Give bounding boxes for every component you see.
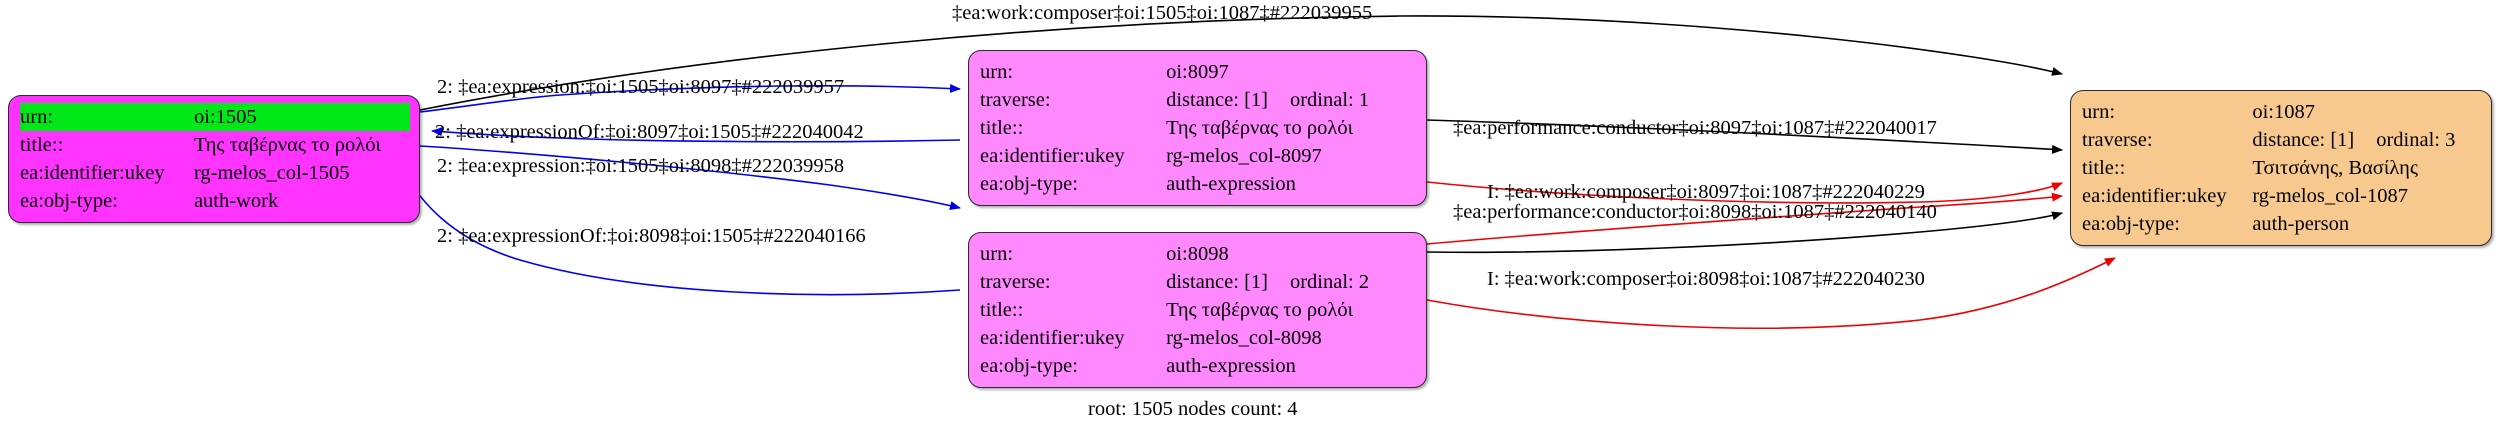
node-field-value: auth-expression: [1166, 172, 1296, 195]
node-field-key: urn:: [20, 103, 194, 132]
edge-label-composer-8098-1087: I: ‡ea:work:composer‡oi:8098‡oi:1087‡#22…: [1487, 268, 1925, 290]
node-field-value: rg-melos_col-1505: [193, 161, 350, 184]
node-field-distance: distance: [1]: [1166, 270, 1268, 293]
node-field-key: title::: [980, 298, 1024, 321]
node-field-value: rg-melos_col-1087: [2252, 184, 2408, 207]
node-row: title:: Τσιτσάνης, Βασίλης: [2082, 154, 2482, 182]
node-field-value: rg-melos_col-8097: [1166, 144, 1322, 167]
node-field-key: urn:: [2082, 100, 2116, 123]
edge-label-expression-1505-8097: 2: ‡ea:expression:‡oi:1505‡oi:8097‡#2220…: [437, 76, 845, 98]
node-row: title:: Της ταβέρνας το ρολόι: [980, 114, 1417, 142]
node-field-value: Της ταβέρνας το ρολόι: [1166, 116, 1354, 139]
node-field-key: title::: [20, 133, 64, 156]
node-row: urn: oi:1505: [20, 103, 410, 132]
node-field-value: Της ταβέρνας το ρολόι: [1166, 298, 1354, 321]
node-field-value: auth-work: [193, 189, 279, 212]
node-field-value: auth-expression: [1166, 354, 1296, 377]
edge-label-composer-8097-1087: I: ‡ea:work:composer‡oi:8097‡oi:1087‡#22…: [1487, 181, 1925, 203]
node-row: ea:obj-type: auth-person: [2082, 210, 2482, 238]
node-field-value: oi:1087: [2252, 100, 2315, 123]
node-field-value: distance: [1] ordinal: 3: [2252, 126, 2482, 154]
node-row: ea:obj-type: auth-work: [20, 187, 410, 215]
node-row: ea:obj-type: auth-expression: [980, 352, 1417, 380]
node-row: ea:identifier:ukey rg-melos_col-8097: [980, 142, 1417, 170]
node-field-key: ea:obj-type:: [980, 172, 1078, 195]
node-row: traverse: distance: [1] ordinal: 2: [980, 268, 1417, 296]
node-field-ordinal: ordinal: 2: [1289, 270, 1370, 293]
node-field-key: traverse:: [2082, 128, 2153, 151]
node-field-value: Τσιτσάνης, Βασίλης: [2252, 156, 2418, 179]
node-row: ea:identifier:ukey rg-melos_col-8098: [980, 324, 1417, 352]
node-field-key: ea:obj-type:: [2082, 212, 2180, 235]
node-field-key: ea:obj-type:: [20, 189, 118, 212]
node-expression-8097[interactable]: urn: oi:8097 traverse: distance: [1] ordi…: [968, 50, 1427, 207]
node-row: title:: Της ταβέρνας το ρολόι: [20, 131, 410, 159]
node-row: ea:identifier:ukey rg-melos_col-1505: [20, 159, 410, 187]
graph-footer-caption: root: 1505 nodes count: 4: [1088, 398, 1298, 420]
edge-label-conductor-8097-1087: ‡ea:performance:conductor‡oi:8097‡oi:108…: [1453, 117, 1937, 139]
node-field-key: title::: [2082, 156, 2126, 179]
node-field-key: ea:identifier:ukey: [2082, 184, 2227, 207]
node-field-key: urn:: [980, 242, 1014, 265]
node-expression-8098[interactable]: urn: oi:8098 traverse: distance: [1] ordi…: [968, 232, 1427, 389]
node-field-key: traverse:: [980, 270, 1051, 293]
node-row: title:: Της ταβέρνας το ρολόι: [980, 296, 1417, 324]
node-row: traverse: distance: [1] ordinal: 1: [980, 86, 1417, 114]
node-field-key: urn:: [980, 60, 1014, 83]
node-field-ordinal: ordinal: 1: [1289, 88, 1370, 111]
node-work-1505[interactable]: urn: oi:1505 title:: Της ταβέρνας το ρολ…: [8, 95, 420, 224]
node-field-value: oi:8097: [1166, 60, 1229, 83]
node-row: ea:identifier:ukey rg-melos_col-1087: [2082, 182, 2482, 210]
node-field-key: ea:identifier:ukey: [20, 161, 165, 184]
node-field-key: title::: [980, 116, 1024, 139]
node-field-value: distance: [1] ordinal: 1: [1166, 86, 1417, 114]
node-field-value: Της ταβέρνας το ρολόι: [193, 133, 381, 156]
node-person-1087[interactable]: urn: oi:1087 traverse: distance: [1] ordi…: [2070, 90, 2492, 247]
node-field-value: distance: [1] ordinal: 2: [1166, 268, 1417, 296]
node-row: urn: oi:8097: [980, 58, 1417, 86]
node-row: urn: oi:1087: [2082, 98, 2482, 126]
node-field-value: oi:8098: [1166, 242, 1229, 265]
edge-label-expressionof-8098-1505: 2: ‡ea:expressionOf:‡oi:8098‡oi:1505‡#22…: [437, 225, 866, 247]
node-field-ordinal: ordinal: 3: [2376, 128, 2456, 151]
node-field-key: ea:obj-type:: [980, 354, 1078, 377]
edge-label-conductor-8098-1087: ‡ea:performance:conductor‡oi:8098‡oi:108…: [1453, 201, 1937, 223]
node-field-key: traverse:: [980, 88, 1051, 111]
node-field-key: ea:identifier:ukey: [980, 326, 1125, 349]
node-row: urn: oi:8098: [980, 240, 1417, 268]
node-row: traverse: distance: [1] ordinal: 3: [2082, 126, 2482, 154]
node-field-value: oi:1505: [193, 103, 410, 132]
node-row: ea:obj-type: auth-expression: [980, 170, 1417, 198]
node-field-distance: distance: [1]: [2252, 128, 2355, 151]
edge-label-expression-1505-8098: 2: ‡ea:expression:‡oi:1505‡oi:8098‡#2220…: [437, 155, 845, 177]
edge-label-expressionof-8097-1505: 2: ‡ea:expressionOf:‡oi:8097‡oi:1505‡#22…: [435, 121, 864, 143]
node-field-key: ea:identifier:ukey: [980, 144, 1125, 167]
node-field-value: rg-melos_col-8098: [1166, 326, 1322, 349]
node-field-value: auth-person: [2252, 212, 2350, 235]
node-field-distance: distance: [1]: [1166, 88, 1268, 111]
edge-label-work-composer-1505-1087: ‡ea:work:composer‡oi:1505‡oi:1087‡#22203…: [952, 2, 1373, 24]
